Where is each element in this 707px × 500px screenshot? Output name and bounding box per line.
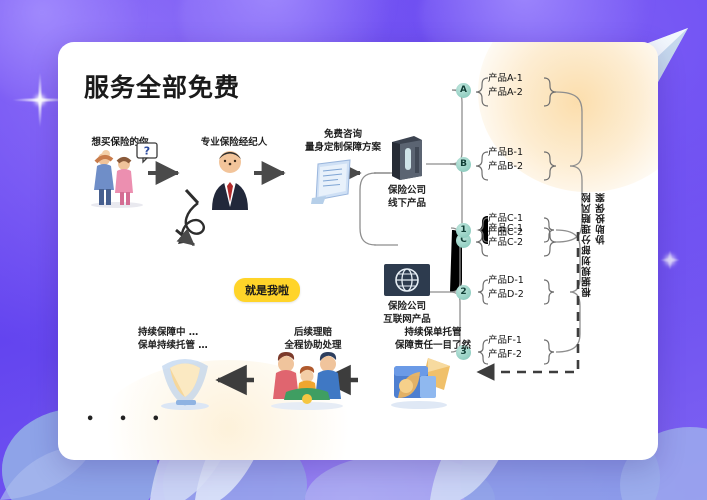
document-illustration xyxy=(311,159,351,204)
bottom-label-ongoing-line1: 持续保障中 … xyxy=(138,327,199,338)
globe-icon xyxy=(384,264,430,296)
product-label: 产品F-2 xyxy=(488,349,522,360)
step-label-consult-line2: 量身定制保障方案 xyxy=(304,142,381,153)
step-label-broker: 专业保险经纪人 xyxy=(200,137,268,148)
company-label-offline-line2: 线下产品 xyxy=(387,198,426,209)
building-icon xyxy=(392,136,422,180)
product-label: 产品A-2 xyxy=(488,87,523,98)
product-label: 产品D-1 xyxy=(488,275,524,286)
shield-umbrella-illustration xyxy=(161,359,209,410)
question-mark: ? xyxy=(144,145,150,158)
branch-node-B: B xyxy=(456,157,471,172)
bottom-label-custody-line1: 持续保单托管 xyxy=(404,327,462,338)
broker-badge: 就是我啦 xyxy=(234,278,300,302)
content-card: 服务全部免费 xyxy=(58,42,658,460)
bottom-label-claims-line2: 全程协助处理 xyxy=(284,340,342,351)
page-title: 服务全部免费 xyxy=(84,73,241,102)
branch-node-2: 2 xyxy=(456,285,471,300)
branch-node-A: A xyxy=(456,83,471,98)
side-note-line1: 协助投保案 xyxy=(596,192,607,245)
product-label: 产品C-1 xyxy=(488,223,524,234)
step-label-consult-line1: 免费咨询 xyxy=(323,129,362,140)
company-label-offline-line1: 保险公司 xyxy=(387,185,426,196)
company-label-internet-line1: 保险公司 xyxy=(387,301,426,312)
businessman-illustration xyxy=(212,151,248,210)
product-label: 产品C-1 xyxy=(488,213,524,224)
family-illustration xyxy=(91,150,143,208)
product-label: 产品C-2 xyxy=(488,237,524,248)
product-label: 产品B-1 xyxy=(488,147,523,158)
product-label: 产品C-2 xyxy=(488,227,524,238)
policy-folder-illustration xyxy=(391,358,450,409)
side-note-line2: 根据规划部分理赔风险 xyxy=(582,192,593,297)
branch-node-3: 3 xyxy=(456,345,471,360)
bottom-label-ongoing-line2: 保单持续托管 … xyxy=(138,340,208,351)
question-bubble-icon: ? xyxy=(136,142,158,164)
product-label: 产品B-2 xyxy=(488,161,523,172)
product-label: 产品A-1 xyxy=(488,73,523,84)
bottom-label-claims-line1: 后续理赔 xyxy=(293,327,332,338)
branch-node-1: 1 xyxy=(456,223,471,238)
step-label-customer: 想买保险的你 xyxy=(91,137,149,148)
product-label: 产品F-1 xyxy=(488,335,522,346)
bottom-label-custody-line2: 保障责任一目了然 xyxy=(394,340,471,351)
company-label-internet-line2: 互联网产品 xyxy=(383,314,431,325)
family-support-illustration xyxy=(271,352,343,410)
continuation-ellipsis: • • • xyxy=(86,412,170,427)
flow-connectors xyxy=(148,77,583,396)
product-label: 产品D-2 xyxy=(488,289,524,300)
